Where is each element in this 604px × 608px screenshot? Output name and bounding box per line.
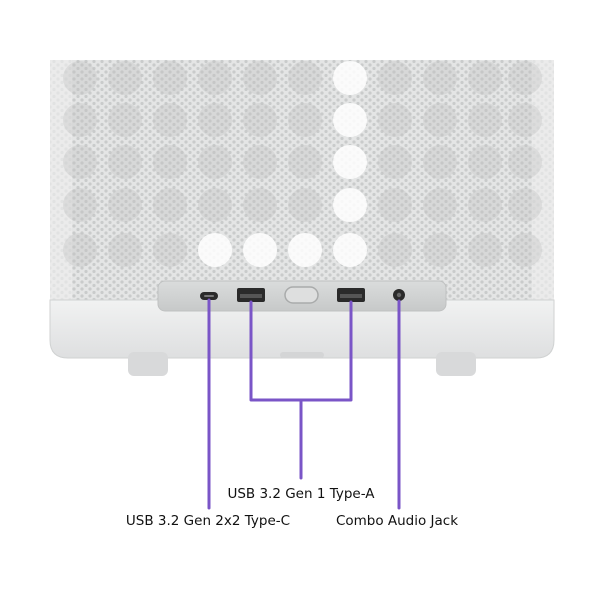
mesh-shadow-blob [423,61,457,95]
label-usb-c: USB 3.2 Gen 2x2 Type-C [125,513,291,529]
mesh-shadow-blob [243,233,277,267]
mesh-shadow-blob [378,103,412,137]
mesh-shadow-blob [508,103,542,137]
mesh-shadow-blob [333,145,367,179]
mesh-shadow-blob [108,61,142,95]
callout-line-usb-a [249,300,353,480]
mesh-shadow-blob [63,188,97,222]
mesh-shadow-blob [333,61,367,95]
mesh-shadow-blob [198,61,232,95]
mesh-shadow-blob [468,188,502,222]
mesh-shadow-blob [423,188,457,222]
mesh-shadow-blob [423,145,457,179]
mesh-shadow-blob [108,103,142,137]
case-foot-right [436,352,476,376]
mesh-shadow-blob [108,233,142,267]
case-frame-right [532,60,554,320]
mesh-shadow-blob [198,145,232,179]
mesh-shadow-blob [243,61,277,95]
mesh-shadow-blob [243,188,277,222]
mesh-shadow-blob [508,233,542,267]
mesh-shadow-blob [468,145,502,179]
mesh-shadow-blob [423,233,457,267]
mesh-shadow-blob [378,61,412,95]
mesh-shadow-blob [63,61,97,95]
label-usb-a: USB 3.2 Gen 1 Type-A [227,486,375,502]
mesh-shadow-blob [333,233,367,267]
mesh-shadow-blob [243,103,277,137]
mesh-shadow-blob [153,188,187,222]
mesh-shadow-blob [108,188,142,222]
audio-jack-icon [393,289,405,301]
mesh-shadow-blob [288,61,322,95]
mesh-shadow-blob [198,233,232,267]
mesh-shadow-blob [153,145,187,179]
mesh-shadow-blob [468,103,502,137]
mesh-shadow-blob [468,61,502,95]
mesh-shadow-blob [468,233,502,267]
mesh-shadow-blob [333,103,367,137]
mesh-shadow-blob [153,103,187,137]
mesh-shadow-blob [63,233,97,267]
case-foot-left [128,352,168,376]
mesh-shadow-blob [108,145,142,179]
label-audio-jack: Combo Audio Jack [335,513,459,529]
case-frame-left [50,60,72,320]
mesh-shadow-blob [508,145,542,179]
usb-a-port-icon-right [337,288,365,302]
fan-shadows [63,61,542,267]
mesh-shadow-blob [153,61,187,95]
mesh-front-panel [50,60,554,320]
usb-c-port-icon [200,292,218,300]
mesh-shadow-blob [243,145,277,179]
mesh-shadow-blob [288,188,322,222]
mesh-shadow-blob [63,103,97,137]
case-bottom-body [49,299,555,359]
mesh-shadow-blob [153,233,187,267]
usb-a-port-icon-left [237,288,265,302]
mesh-shadow-blob [198,103,232,137]
mesh-shadow-blob [508,61,542,95]
mesh-shadow-blob [378,145,412,179]
mesh-shadow-blob [378,188,412,222]
mesh-shadow-blob [508,188,542,222]
case-foot-center [280,352,324,358]
mesh-shadow-blob [288,103,322,137]
mesh-shadow-blob [288,233,322,267]
mesh-shadow-blob [378,233,412,267]
mesh-shadow-blob [423,103,457,137]
power-button-icon[interactable] [284,286,319,304]
mesh-shadow-blob [333,188,367,222]
mesh-shadow-blob [198,188,232,222]
mesh-shadow-blob [288,145,322,179]
mesh-shadow-blob [63,145,97,179]
